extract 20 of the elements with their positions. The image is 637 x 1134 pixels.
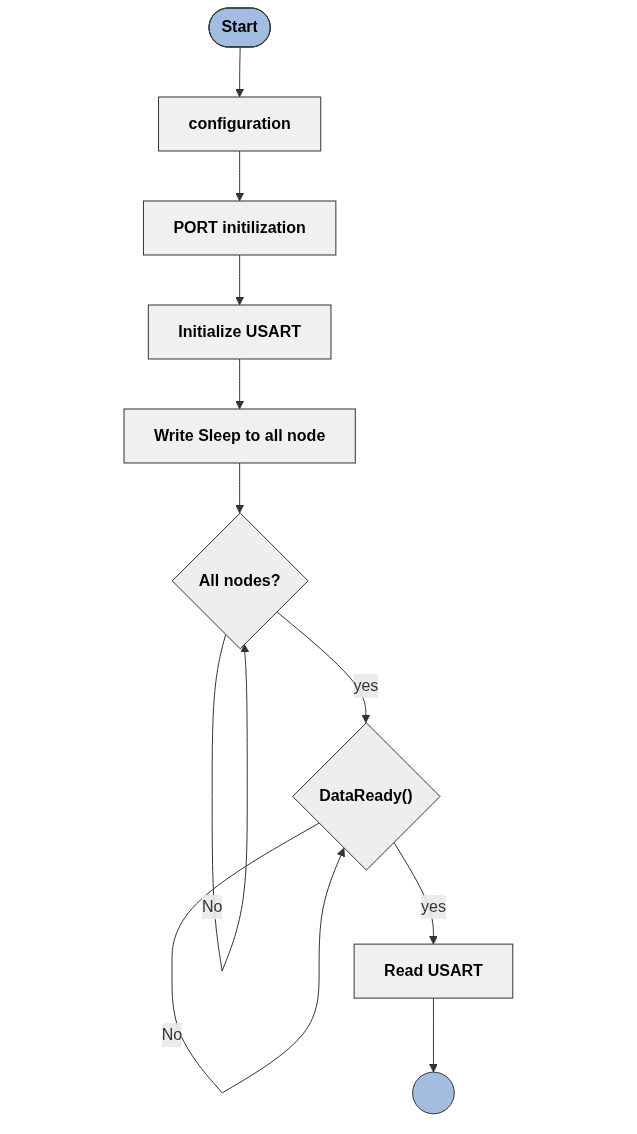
arrow bbox=[429, 997, 438, 1073]
node-box: Read USART bbox=[353, 943, 514, 999]
arrow bbox=[171, 822, 346, 1094]
node-box: configuration bbox=[158, 96, 322, 152]
arrow bbox=[235, 462, 245, 514]
edge-label: yes bbox=[353, 676, 379, 694]
arrow bbox=[235, 150, 245, 202]
edge-label: yes bbox=[421, 898, 446, 916]
node-diamond: All nodes? bbox=[171, 512, 309, 650]
arrow bbox=[235, 47, 245, 98]
edge-label: No bbox=[202, 898, 223, 916]
arrow bbox=[235, 358, 245, 410]
edge-label: No bbox=[161, 1026, 183, 1044]
arrow bbox=[211, 634, 250, 972]
arrow bbox=[235, 254, 245, 306]
node-box: Write Sleep to all node bbox=[123, 408, 356, 464]
node-box: Initialize USART bbox=[147, 304, 332, 360]
node-diamond: DataReady() bbox=[292, 722, 441, 871]
node-box: PORT initilization bbox=[143, 200, 337, 256]
node-ellipse bbox=[412, 1071, 455, 1115]
